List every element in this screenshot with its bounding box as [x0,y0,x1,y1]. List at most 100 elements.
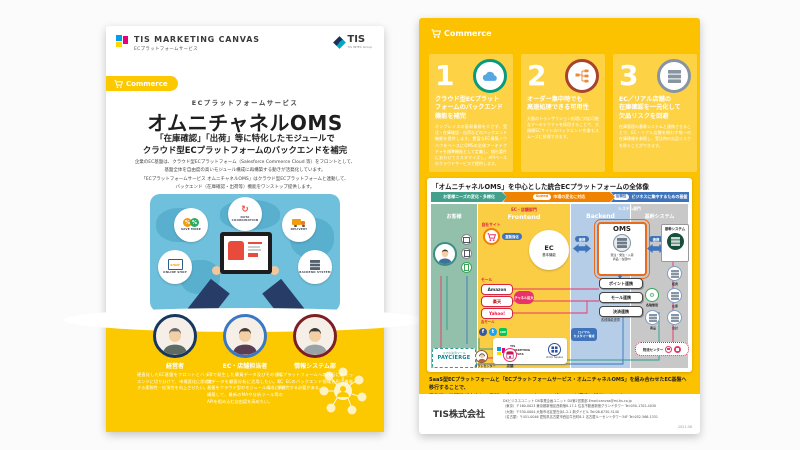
contact-addr-osaka: 〈大阪〉〒530-0004 大阪市北区堂島浜1-2-1 新ダイビル Tel:06… [503,409,619,414]
cart-icon [431,29,441,38]
band-segment-3: 信頼性 ビジネスに集中するための基盤 [611,192,689,202]
left-hand [212,266,221,275]
column-customer: お客様 [431,204,477,368]
persona-desc: 硬直化したEC基盤をフロントとバックエンドに切り分けて、市場変化に即応できる柔軟… [137,372,213,391]
diagram-title: 「オムニチャネルOMS」を中心とした統合ECプラットフォームの全体像 [432,183,650,191]
person-icon [303,328,327,355]
sns-icons: f t LINE [479,328,507,336]
truck-icon [292,218,306,228]
architecture-diagram: 「オムニチャネルOMS」を中心とした統合ECプラットフォームの全体像 お客様ニー… [427,178,692,372]
mall-link-box: モール連携 [599,292,643,303]
feature-title: オーダー集中時でも 高速処理できる可用性 [527,96,589,112]
discount-icon: % % [183,218,199,228]
system-dept-label: システム部門 [618,206,641,211]
tablet-device-icon [461,248,472,259]
feature-number: 3 [619,59,639,92]
intro-line1: 企業のEC基盤は、クラウド型ECプラットフォーム（Salesforce Comm… [134,160,356,165]
product-system-icon [645,310,660,325]
feature-body: 大量のトランザクション処理に対応可能なアーキテクチャを採用することで、大規模EC… [527,115,599,140]
payciege-box: スマホ決済ツール PAYCIERGE [432,348,476,368]
workflow-icon [565,59,599,93]
store-icon [503,348,517,362]
tis-logo-block: TIS TIS INTEC Group [333,34,372,49]
page-subtitle: 「在庫確認」「出荷」等に特化したモジュールで クラウド型ECプラットフォームのバ… [106,133,384,157]
store-label: 店舗 [506,364,514,368]
server-icon [310,259,320,270]
feature-title: EC／リアル店舗の 在庫確認を一元化して 欠品リスクを回避 [619,96,681,120]
company-name: TIS株式会社 [433,410,485,420]
contact-block: DXビジネスユニット DX事業企画ユニット DX第2営業部 Email:canv… [503,399,658,420]
commerce-badge-label: Commerce [126,79,168,88]
contact-dept: DXビジネスユニット DX事業企画ユニット DX第2営業部 Email:canv… [503,399,632,403]
pay-link-box: 決済連携 [599,306,643,317]
double-arrow-icon [573,244,591,253]
server-icon [657,59,691,93]
various-link-label: 各種機能連携 [601,318,621,322]
page-title: オムニチャネルOMS [147,111,343,135]
tis-logo-icon [333,35,347,49]
persona-desc: ECプラットフォームへの移行にあたって、ECのバックエンド領域を担う機能を補完す… [277,372,353,391]
commerce-label: Commerce [431,29,492,38]
mall-label: モール [481,277,493,282]
pc-device-icon [461,234,472,245]
omni-square-block: Omni Square [546,343,563,359]
feature-body: 在庫管理の基幹システムと連携させることで、EC・リアル店舗を問わず唯一の在庫情報… [619,124,691,148]
link-pill: 連携 [649,236,663,242]
commerce-badge: Commerce [106,76,178,91]
mall-amazon: Amazon [481,284,513,295]
link-pill: 連携 [575,236,589,242]
bubble-data-coordination: ↻ DATA COORDINATION [228,197,262,231]
persona-ec-staff: EC・店舗担当者 ECで発生した購買データ及びその他店舗データを顧客分析に活用し… [202,314,288,406]
feature-title: クラウド型ECプラット フォームのバックエンド 機能を補完 [435,96,503,120]
cloud-icon [473,59,507,93]
contact-center-label: コンタクトセンター [468,364,496,368]
reliability-badge: 信頼性 [612,194,630,200]
marketing-canvas-logo-icon [116,35,129,48]
avatar [223,314,267,358]
persona-desc: ECで発生した購買データ及びその他店舗データを顧客分析に活用したい。EC基盤をク… [207,372,283,404]
person-icon [163,328,187,355]
contact-center-icon [475,350,488,363]
avatar [153,314,197,358]
page-back: Commerce 1 クラウド型ECプラット フォームのバックエンド 機能を補完… [419,18,700,434]
footer: TIS株式会社 DXビジネスユニット DX事業企画ユニット DX第2営業部 Em… [419,394,700,434]
customer-avatar [433,242,457,266]
feature-number: 2 [527,59,547,92]
core-system-box: 基幹システム [661,224,689,262]
persona-name: EC・店舗担当者 [222,363,268,370]
contact-addr-nagoya: 〈名古屋〉〒451-0046 愛知県名古屋市西区牛島町6-1 名古屋ルーセントタ… [503,414,658,419]
line-icon: LINE [499,328,507,336]
phone-device-icon [461,262,472,273]
network-decoration-icon [319,367,367,415]
feature-number: 1 [435,59,455,92]
feature-card-1: 1 クラウド型ECプラット フォームのバックエンド 機能を補完 オンプレミスの基… [429,54,513,172]
box-icon [674,345,682,353]
mall-rakuten: 楽天 [481,296,513,307]
core-server-icon [666,233,684,250]
sync-icon: ↻ [241,204,249,215]
persona-executive: 経営者 硬直化したEC基盤をフロントとバックエンドに切り分けて、市場変化に即応で… [132,314,218,392]
twitter-icon: t [489,328,497,336]
point-link-box: ポイント連携 [599,278,643,289]
brand-title: TIS MARKETING CANVAS [134,35,260,44]
cart-icon [114,79,123,88]
feature-body: オンプレミスの基幹業務を介さず、受注・在庫確認・出荷などのバックエンド機能を提供… [435,124,507,167]
each-mall-label: 各モール [481,320,495,324]
oms-server-icon [613,234,631,252]
own-site-cart-icon [483,228,500,245]
avatar [293,314,337,358]
band-segment-2: Speed 市場の変化に対応 [503,192,615,202]
persona-it-dept: 情報システム部 ECプラットフォームへの移行にあたって、ECのバックエンド領域を… [272,314,358,392]
accounting-system-icon [667,310,682,325]
sweater-image [228,241,244,260]
management-icon: ⚙ [645,288,659,302]
double-arrow-icon [647,244,665,253]
page-front: TIS MARKETING CANVAS ECプラットフォームサービス TIS … [64,26,426,432]
service-kicker: ECプラットフォームサービス [191,99,299,107]
contact-addr-tokyo: 〈東京〉〒160-0023 東京都新宿区西新宿8-17-1 住友不動産新宿グラン… [503,404,657,409]
tis-logo-text: TIS [347,34,366,45]
payciege-logo: PAYCIERGE [437,355,471,361]
facebook-icon: f [479,328,487,336]
direct-sales-pill: 直販強化 [502,233,522,240]
intro-paragraph: 企業のEC基盤は、クラウド型ECプラットフォーム（Salesforce Comm… [114,159,376,192]
